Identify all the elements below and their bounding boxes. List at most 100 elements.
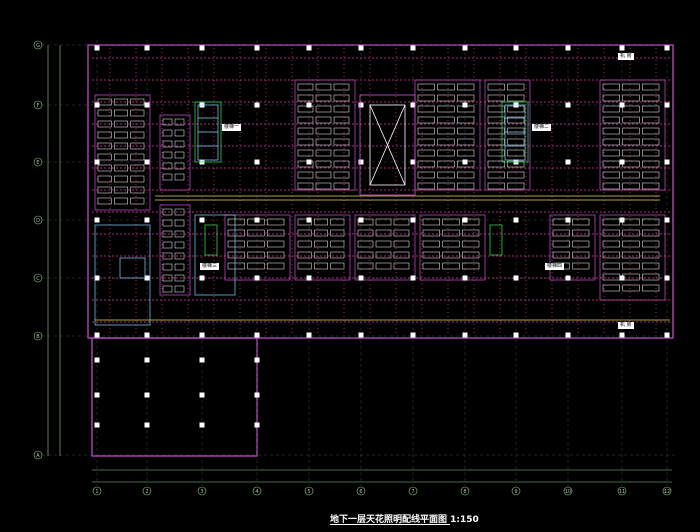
light-fixture-cell <box>297 105 314 113</box>
column-fixture <box>462 102 468 108</box>
light-fixture-cell <box>457 149 475 157</box>
column-axis-label: 6 <box>359 489 362 495</box>
light-fixture-cell <box>507 171 525 179</box>
room-block <box>159 114 191 191</box>
dimension-lines <box>47 45 672 483</box>
room-block <box>549 214 596 281</box>
light-fixture-cell <box>375 218 392 226</box>
left-walls <box>94 214 236 326</box>
light-fixture-cell <box>315 116 332 124</box>
light-fixture-cell <box>622 105 640 113</box>
column-fixture <box>462 332 468 338</box>
row-axis-bubble <box>33 215 43 225</box>
light-fixture-cell <box>602 105 620 113</box>
column-axis-bubble <box>197 486 207 496</box>
light-fixture-cell <box>642 116 660 124</box>
room-block <box>354 214 416 281</box>
light-fixture-cell <box>437 160 455 168</box>
column-axis-bubble <box>563 486 573 496</box>
light-fixture-cell <box>130 131 145 139</box>
light-fixture-cell <box>642 262 660 270</box>
light-fixture-cell <box>622 149 640 157</box>
row-axis-label: A <box>36 453 40 459</box>
room-block <box>599 214 666 301</box>
light-fixture-cell <box>314 229 328 237</box>
light-fixture-cell <box>642 218 660 226</box>
light-fixture-cell <box>227 218 245 226</box>
light-fixture-cell <box>642 182 660 190</box>
light-fixture-cell <box>602 229 620 237</box>
light-fixture-cell <box>422 251 440 259</box>
light-fixture-cell <box>507 127 525 135</box>
light-fixture-cell <box>602 94 620 102</box>
light-fixture-cell <box>333 171 350 179</box>
light-fixture-cell <box>622 182 640 190</box>
light-fixture-cell <box>417 83 435 91</box>
light-fixture-cell <box>247 251 265 259</box>
column-axis-label: 10 <box>565 489 571 495</box>
light-fixture-cell <box>162 285 173 293</box>
column-axis-label: 5 <box>307 489 310 495</box>
light-fixture-cell <box>297 171 314 179</box>
column-axis-label: 1 <box>95 489 98 495</box>
column-fixture <box>254 45 260 51</box>
column-fixture <box>565 332 571 338</box>
column-fixture <box>462 45 468 51</box>
light-fixture-cell <box>130 175 145 183</box>
light-fixture-cell <box>114 131 128 139</box>
light-fixture-cell <box>507 138 525 146</box>
column-fixture <box>462 275 468 281</box>
column-fixture <box>144 332 150 338</box>
room-block <box>599 79 666 191</box>
column-fixture <box>94 159 100 165</box>
light-fixture-cell <box>442 229 460 237</box>
light-fixture-cell <box>487 171 505 179</box>
light-fixture-cell <box>507 182 525 190</box>
room-label-stair-1: 楼梯一 <box>222 124 242 131</box>
light-fixture-cell <box>330 240 345 248</box>
column-fixture <box>144 275 150 281</box>
light-fixture-cell <box>174 241 185 249</box>
light-fixture-cell <box>642 149 660 157</box>
light-fixture-cell <box>457 83 475 91</box>
column-fixture <box>94 102 100 108</box>
light-fixture-cell <box>375 229 392 237</box>
row-axis-label: F <box>37 103 40 109</box>
column-fixture <box>462 217 468 223</box>
light-fixture-cell <box>552 251 570 259</box>
light-fixture-cell <box>422 240 440 248</box>
light-fixture-cell <box>267 251 285 259</box>
column-fixture <box>358 159 364 165</box>
column-axis-bubble <box>460 486 470 496</box>
light-fixture-cell <box>267 229 285 237</box>
light-fixture-cell <box>267 240 285 248</box>
column-fixture <box>664 217 670 223</box>
light-fixture-cell <box>507 94 525 102</box>
column-fixture <box>306 45 312 51</box>
light-fixture-cell <box>315 149 332 157</box>
light-fixture-cell <box>487 94 505 102</box>
row-axis-bubble <box>33 40 43 50</box>
light-fixture-cell <box>642 127 660 135</box>
light-fixture-cell <box>375 251 392 259</box>
light-fixture-cell <box>487 116 505 124</box>
column-axis-bubble <box>408 486 418 496</box>
light-fixture-cell <box>572 262 590 270</box>
light-fixture-cell <box>114 98 128 106</box>
column-fixture <box>410 45 416 51</box>
light-fixture-cell <box>393 251 410 259</box>
column-fixture <box>306 275 312 281</box>
light-fixture-cell <box>462 251 480 259</box>
row-axis-label: D <box>36 218 40 224</box>
column-fixture <box>565 217 571 223</box>
light-fixture-cell <box>437 83 455 91</box>
column-fixture <box>94 332 100 338</box>
light-fixture-cell <box>462 218 480 226</box>
light-fixture-cell <box>422 262 440 270</box>
column-fixture <box>94 392 100 398</box>
column-fixture <box>94 217 100 223</box>
column-fixture <box>619 45 625 51</box>
drawing-title: 地下一层天花照明配线平面图 1:150 <box>330 515 479 525</box>
title-underline <box>330 524 450 525</box>
